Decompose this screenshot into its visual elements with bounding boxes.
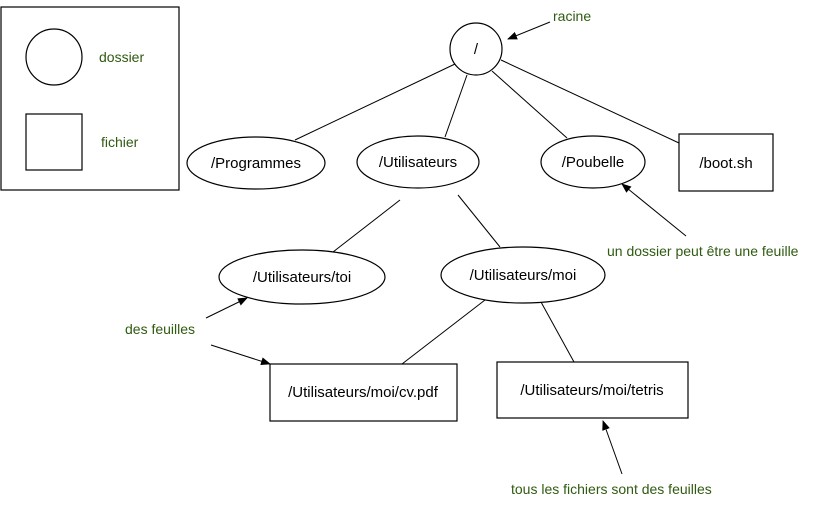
annotation-racine: racine <box>553 8 591 24</box>
tree-edges <box>294 59 680 365</box>
moi-folder-label: /Utilisateurs/moi <box>470 267 577 284</box>
edge-root-poubelle <box>491 70 568 139</box>
legend-folder-label: dossier <box>99 49 144 65</box>
cv-file-label: /Utilisateurs/moi/cv.pdf <box>288 384 439 401</box>
arrow-fichiers-feuilles <box>602 420 623 475</box>
legend: dossier fichier <box>0 6 180 191</box>
edge-root-programmes <box>294 63 456 141</box>
annotation-dossier-feuille: un dossier peut être une feuille <box>607 243 799 259</box>
utilisateurs-folder-label: /Utilisateurs <box>379 154 457 171</box>
arrow-racine <box>507 21 551 40</box>
toi-folder-node <box>218 249 386 305</box>
edge-moi-tetris <box>540 301 575 363</box>
legend-folder-circle-icon <box>25 28 83 86</box>
poubelle-folder-node <box>540 135 646 189</box>
arrow-dossier-feuille <box>621 183 687 237</box>
boot-file-label: /boot.sh <box>699 155 752 172</box>
annotation-fichiers-feuilles: tous les fichiers sont des feuilles <box>511 481 712 497</box>
toi-folder-label: /Utilisateurs/toi <box>253 269 351 286</box>
edge-utilisateurs-moi <box>457 194 501 248</box>
arrow-des-feuilles-toi <box>205 297 248 319</box>
poubelle-folder-label: /Poubelle <box>562 154 625 171</box>
arrow-des-feuilles-cv <box>210 344 271 366</box>
programmes-folder-node <box>186 136 326 190</box>
root-folder-node <box>449 22 503 76</box>
tetris-file-label: /Utilisateurs/moi/tetris <box>520 382 663 399</box>
edge-moi-cv <box>401 299 486 365</box>
root-folder-label: / <box>474 41 479 58</box>
tetris-file-node <box>496 361 689 419</box>
edge-utilisateurs-toi <box>332 199 401 253</box>
cv-file-node <box>269 363 458 422</box>
legend-file-square-icon <box>25 113 83 171</box>
edge-root-utilisateurs <box>444 74 468 138</box>
moi-folder-node <box>440 246 606 304</box>
annotations: racine un dossier peut être une feuille … <box>125 8 799 497</box>
legend-file-label: fichier <box>101 134 139 150</box>
programmes-folder-label: /Programmes <box>211 155 301 172</box>
edge-root-boot <box>500 59 680 144</box>
tree-nodes: / /Programmes /Utilisateurs /Poubelle /b… <box>186 22 774 422</box>
annotation-des-feuilles: des feuilles <box>125 321 195 337</box>
utilisateurs-folder-node <box>356 135 480 189</box>
boot-file-node <box>678 133 774 192</box>
